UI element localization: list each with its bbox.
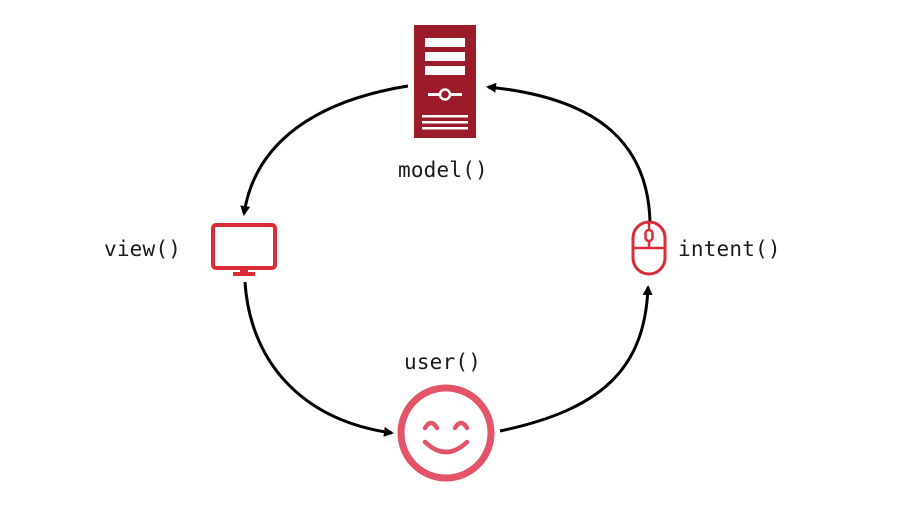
model-label: model(): [398, 158, 488, 182]
arrow-intent-to-model: [486, 82, 652, 223]
smiley-face-icon: [397, 384, 495, 482]
view-label: view(): [104, 237, 182, 261]
arrow-model-to-view: [240, 84, 409, 216]
arrow-view-to-user: [243, 281, 394, 437]
arrow-user-to-intent: [499, 285, 653, 433]
server-tower-icon: [414, 25, 476, 138]
mouse-icon: [631, 220, 667, 276]
intent-label: intent(): [678, 237, 781, 261]
monitor-icon: [211, 223, 277, 276]
user-label: user(): [404, 350, 482, 374]
